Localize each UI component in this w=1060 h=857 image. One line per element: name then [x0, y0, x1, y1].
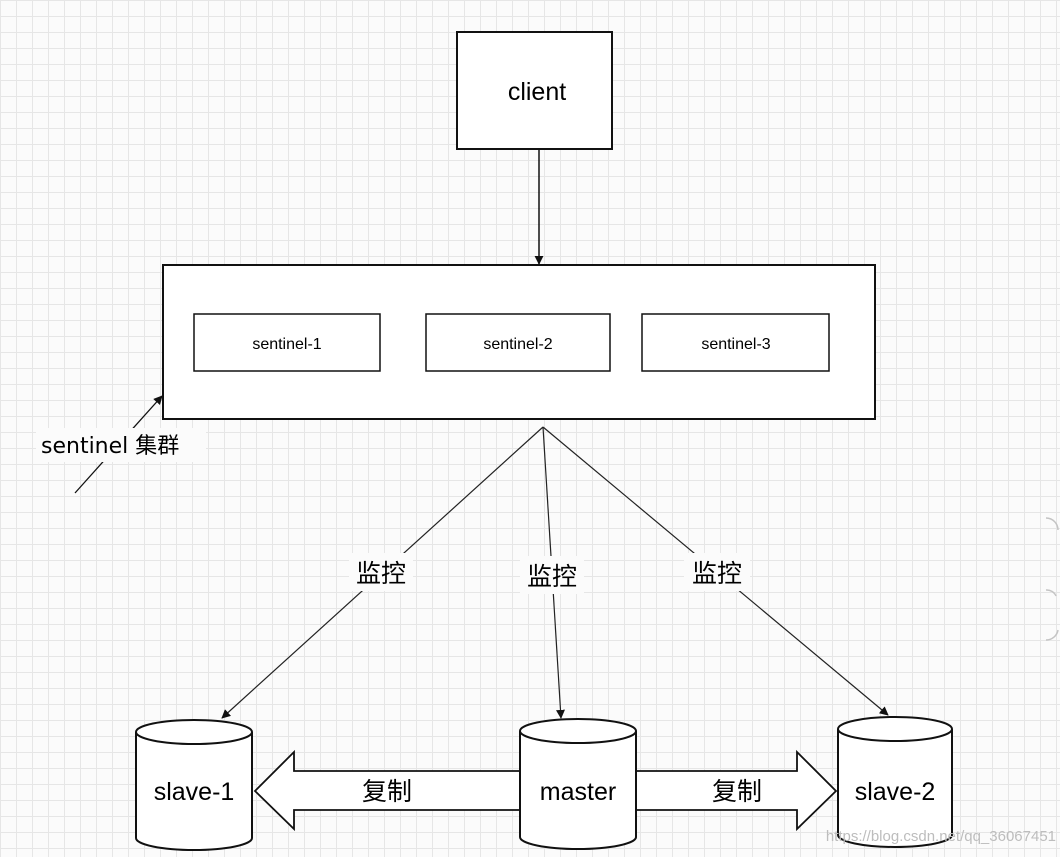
slave-1-node: slave-1 — [135, 719, 253, 851]
sentinel-1-label: sentinel-1 — [252, 336, 321, 353]
master-label: master — [540, 778, 616, 806]
sentinel-1-node — [193, 313, 381, 372]
watermark-text: https://blog.csdn.net/qq_36067451 — [826, 828, 1056, 845]
master-node: master — [519, 718, 637, 850]
replicate-label-left: 复制 — [362, 777, 412, 806]
sentinel-3-node — [641, 313, 830, 372]
monitor-label-right: 监控 — [692, 559, 742, 588]
sentinel-cluster: sentinel-1 sentinel-2 sentinel-3 — [162, 264, 876, 420]
slave-2-label: slave-2 — [855, 778, 936, 806]
slave-1-label: slave-1 — [154, 778, 235, 806]
monitor-label-left: 监控 — [356, 559, 406, 588]
slave-2-node: slave-2 — [837, 716, 953, 848]
monitor-label-center: 监控 — [527, 562, 577, 591]
cluster-label: sentinel 集群 — [41, 434, 179, 459]
client-node: client — [456, 31, 613, 150]
edge-decoration — [1045, 517, 1059, 641]
client-label: client — [508, 78, 566, 106]
sentinel-2-node — [425, 313, 611, 372]
sentinel-3-label: sentinel-3 — [701, 336, 770, 353]
replicate-arrow-right — [635, 749, 838, 832]
sentinel-2-label: sentinel-2 — [483, 336, 552, 353]
replicate-label-right: 复制 — [712, 777, 762, 806]
